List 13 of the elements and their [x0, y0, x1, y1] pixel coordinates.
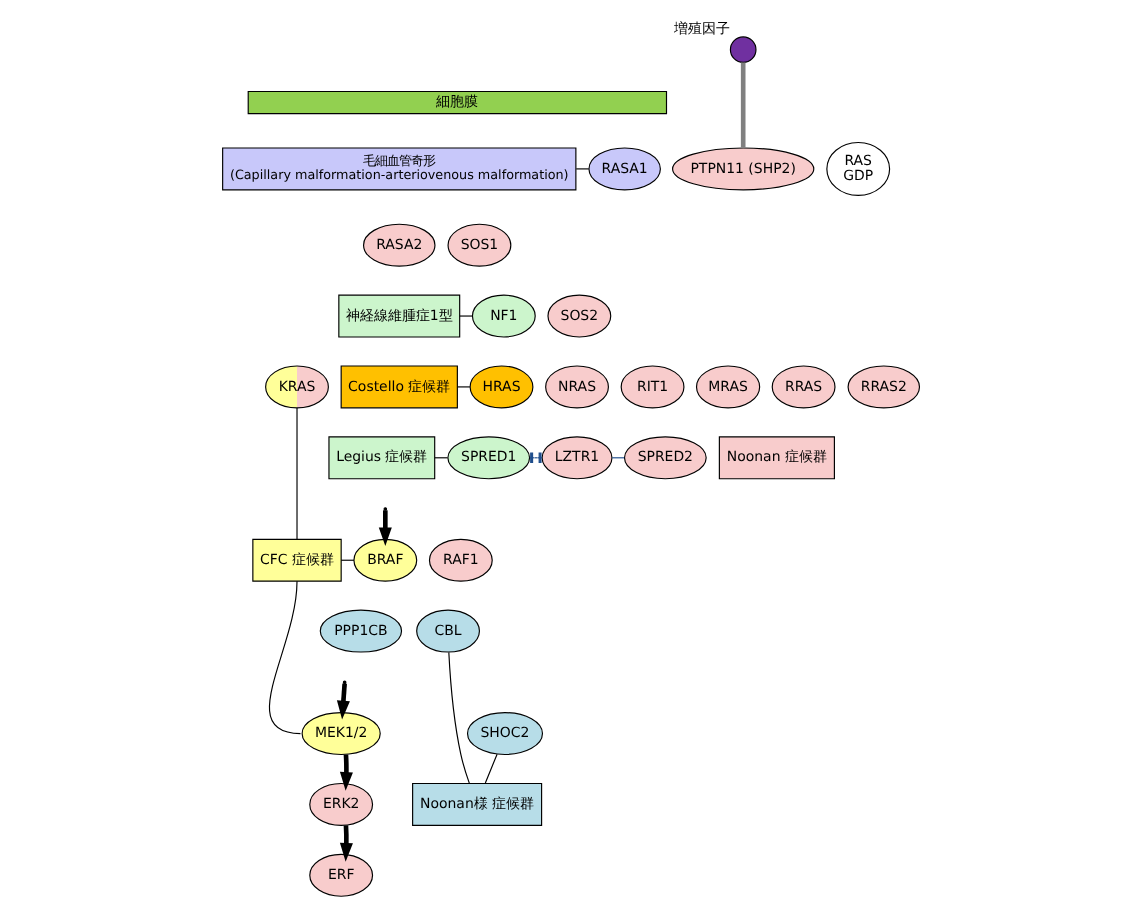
arrow: [338, 754, 352, 791]
connector: [458, 315, 472, 317]
connector: [456, 386, 470, 388]
connector: [574, 168, 589, 170]
arrow: [377, 510, 391, 547]
connector: [267, 580, 301, 735]
connector: [295, 407, 297, 540]
arrow: [338, 825, 352, 862]
arrow: [335, 683, 349, 720]
node-circle: [728, 36, 756, 64]
connector: [447, 651, 469, 784]
connector: [739, 62, 745, 148]
connector: [483, 753, 497, 784]
